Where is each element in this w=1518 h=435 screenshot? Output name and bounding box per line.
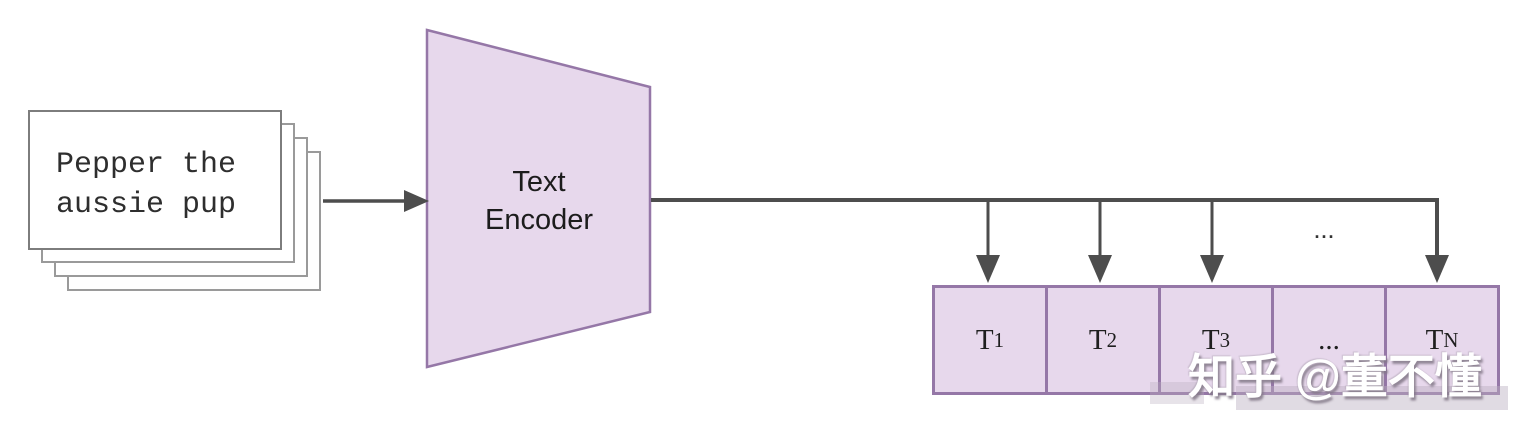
watermark-shadow xyxy=(1236,386,1508,410)
text-encoder-shape xyxy=(425,28,652,369)
ellipsis-between-arrows: ... xyxy=(1314,222,1336,242)
prompt-text-line2: aussie pup xyxy=(56,188,237,222)
embedding-label: T xyxy=(1425,323,1444,356)
arrowhead-t1-icon xyxy=(976,255,1000,283)
prompt-text: Pepper the aussie pup xyxy=(30,112,280,225)
prompt-text-line1: Pepper the xyxy=(56,148,237,182)
embedding-label: ... xyxy=(1318,323,1340,356)
arrowhead-tn-icon xyxy=(1425,255,1449,283)
watermark: 知乎 @董不懂 xyxy=(1188,350,1482,403)
watermark-shadow-small xyxy=(1150,382,1204,404)
embedding-label: T xyxy=(1201,323,1220,356)
embedding-label: T xyxy=(1088,323,1107,356)
arrowhead-t2-icon xyxy=(1088,255,1112,283)
arrowhead-t3-icon xyxy=(1200,255,1224,283)
text-encoder-label-line2: Encoder xyxy=(484,204,593,236)
embedding-box-ellipsis: ... xyxy=(1271,285,1387,395)
embedding-label: T xyxy=(975,323,994,356)
prompt-card: Pepper the aussie pup xyxy=(28,110,282,250)
text-encoder-label-line1: Text xyxy=(512,166,566,198)
text-encoder-label: Text Encoder xyxy=(428,163,650,239)
output-line xyxy=(651,198,1439,257)
input-arrowhead-icon xyxy=(404,190,429,212)
